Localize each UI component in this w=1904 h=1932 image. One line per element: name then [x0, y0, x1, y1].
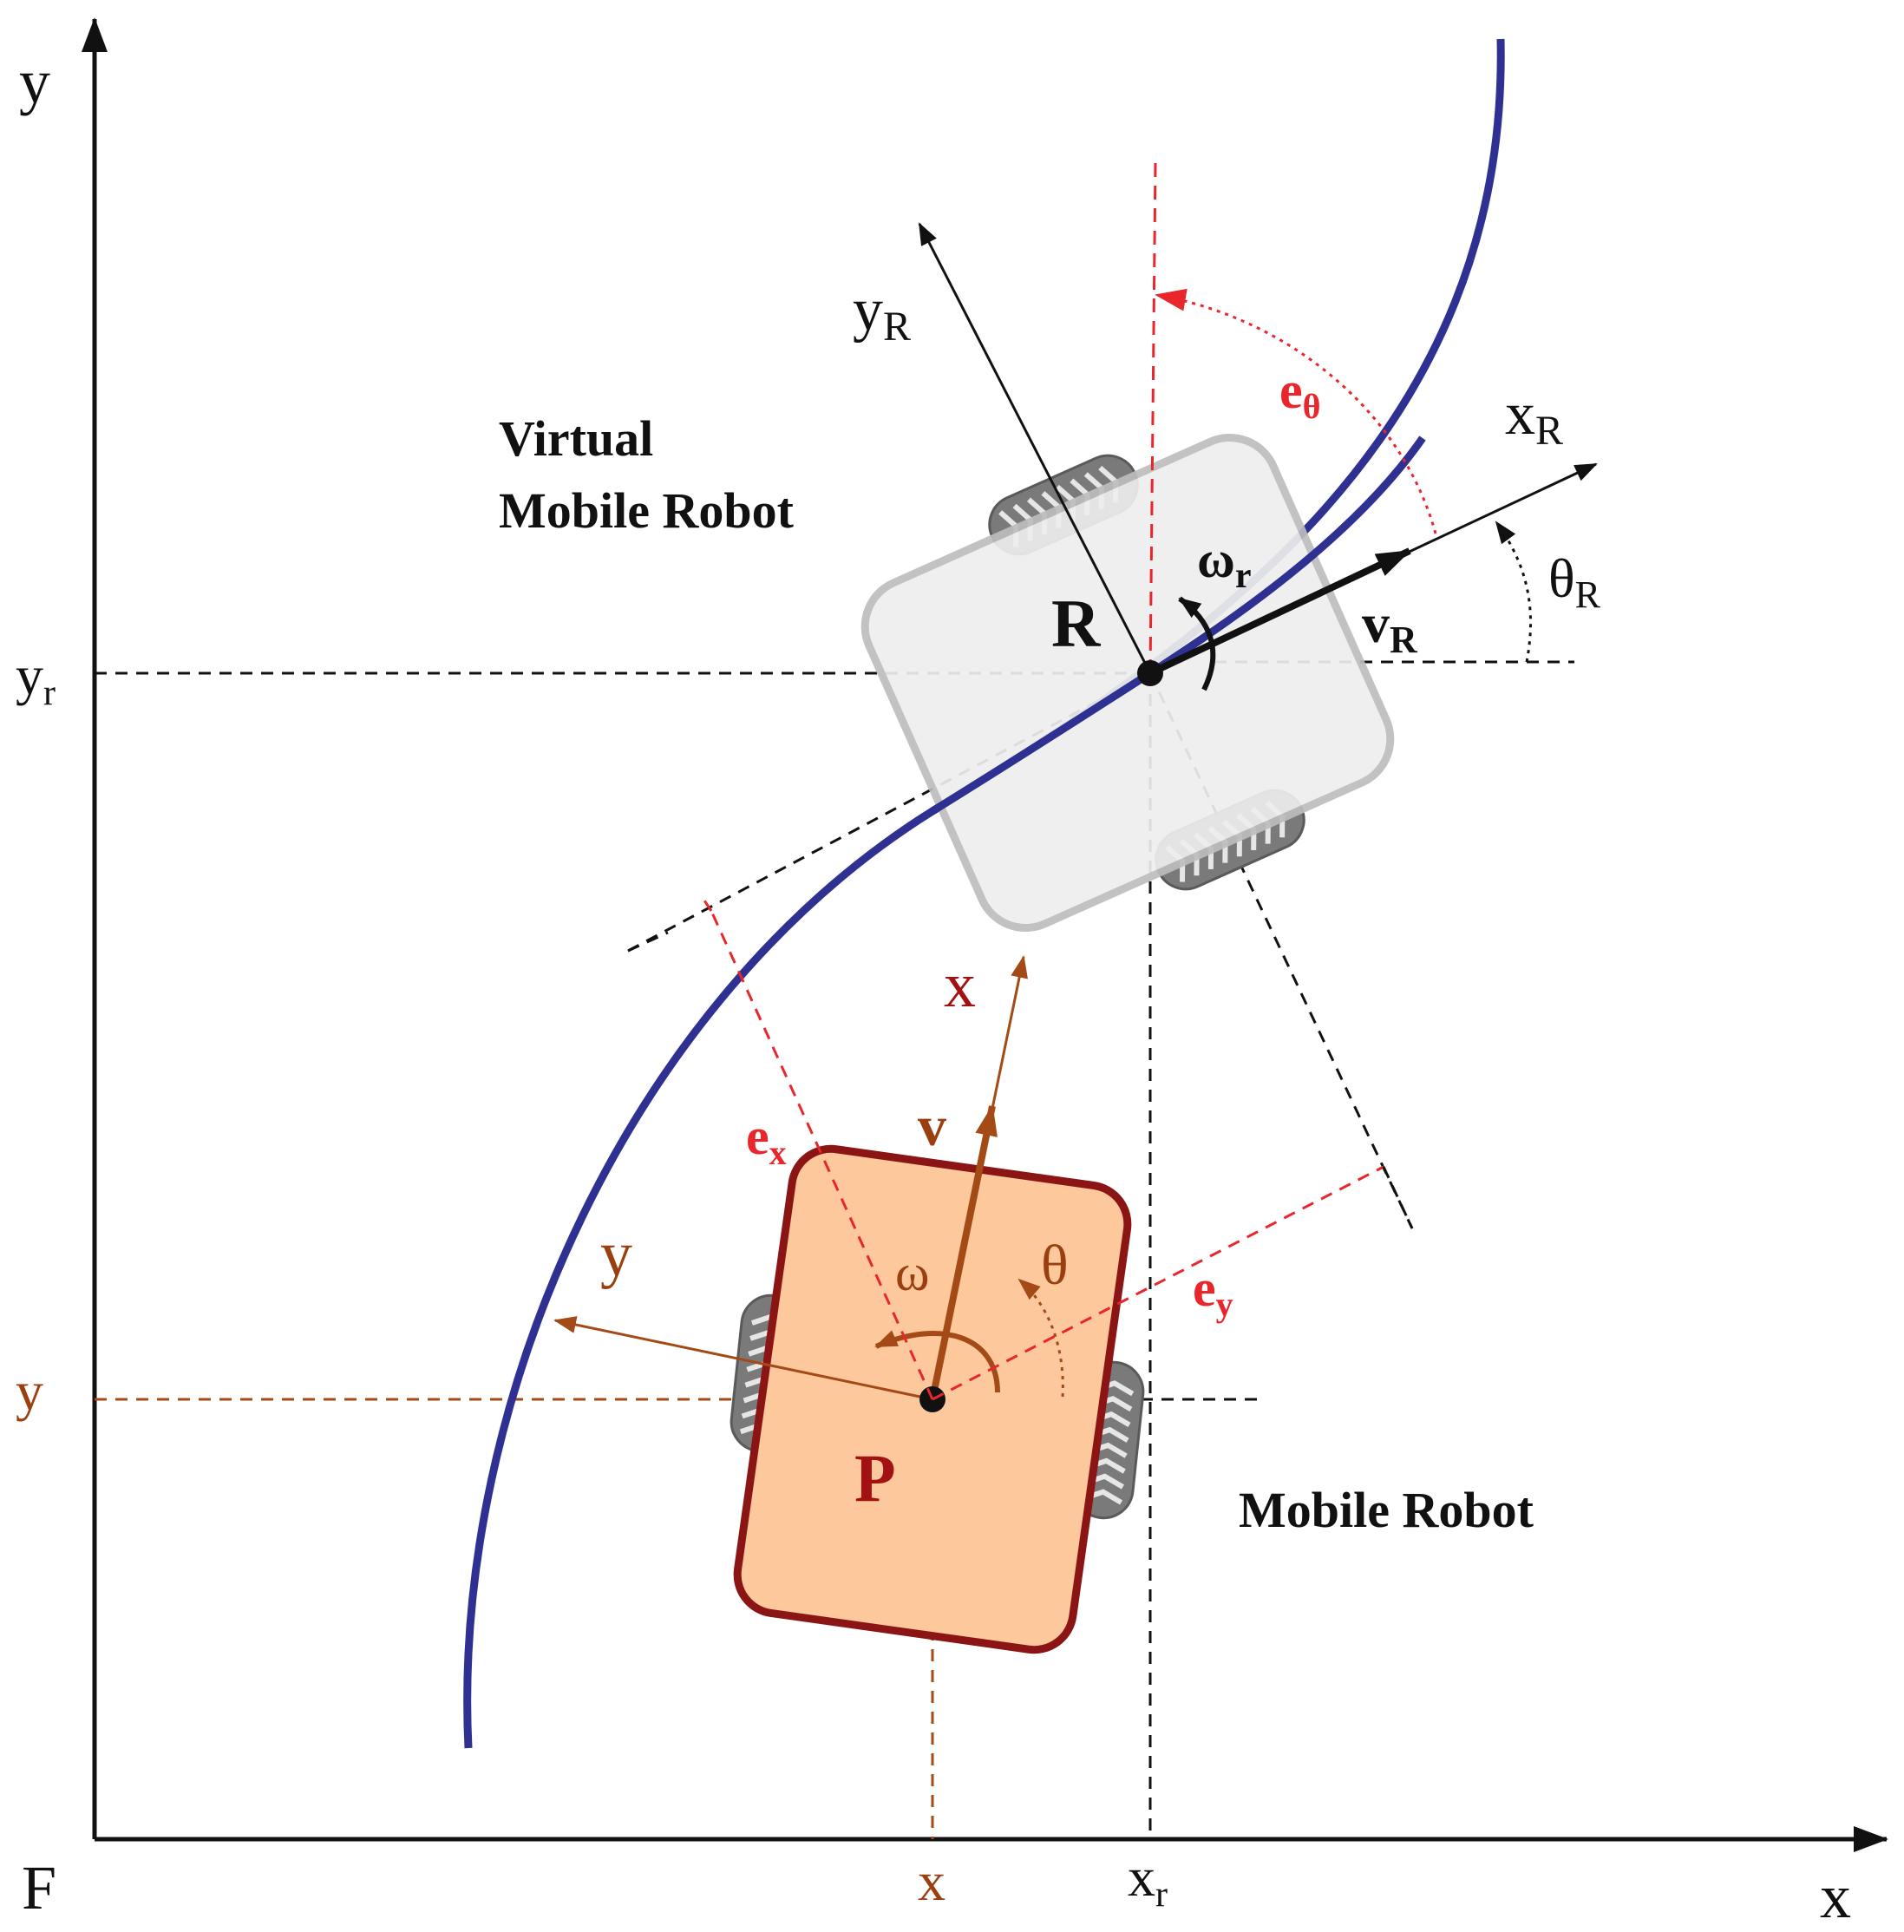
mobile-robot-frame	[553, 955, 1064, 1412]
error-lines	[701, 897, 1384, 1401]
virtual-robot-title-line1: Virtual	[499, 410, 653, 467]
robot-x-axis-label: x	[944, 950, 976, 1021]
x-robot-label: x	[918, 1850, 945, 1912]
y-robot-label: y	[16, 1360, 43, 1422]
robot-omega-label: ω	[895, 1244, 930, 1301]
rotation-arrow-icon	[1178, 596, 1216, 691]
virtual-robot-body	[860, 433, 1395, 933]
velocity-vR-arrow	[1148, 547, 1411, 677]
theta-R-arc	[1495, 521, 1532, 663]
reference-trajectory	[463, 38, 1505, 1749]
labels: y x F yr y x xr Virtual Mobile Robot R y…	[16, 47, 1851, 1931]
theta-R-label: θR	[1548, 547, 1601, 616]
x-axis-label: x	[1820, 1862, 1851, 1931]
e-x-label: ex	[746, 1108, 787, 1172]
y-r-label: yr	[16, 645, 56, 713]
robot-theta-label: θ	[1041, 1234, 1069, 1297]
heading-error-arc	[1155, 288, 1437, 534]
point-R-label: R	[1051, 586, 1102, 661]
y-axis-label: y	[19, 47, 50, 116]
e-x-tick-line	[627, 931, 669, 953]
v-R-label: vR	[1362, 593, 1418, 661]
omega-r-label: ωr	[1197, 531, 1252, 596]
robot-y-axis-label: y	[600, 1219, 632, 1290]
virtual-robot-frame	[918, 222, 1598, 691]
heading-error-line	[1148, 160, 1157, 674]
theta-arc	[1017, 1278, 1064, 1398]
robot-v-label: v	[918, 1095, 946, 1158]
e-y-label: ey	[1193, 1260, 1233, 1324]
e-theta-label: eθ	[1279, 362, 1321, 426]
frame-label: F	[22, 1853, 56, 1922]
y-R-label: yR	[853, 277, 911, 350]
world-axes	[82, 17, 1888, 1852]
rotation-arrow-icon	[874, 1330, 1000, 1393]
e-y-tick-line	[1382, 1166, 1414, 1229]
virtual-robot-title-line2: Mobile Robot	[499, 482, 795, 539]
point-P-label: P	[854, 1440, 896, 1516]
velocity-v-arrow	[929, 1104, 998, 1400]
virtual-robot	[860, 433, 1426, 933]
point-R-marker	[1137, 660, 1163, 686]
x-r-label: xr	[1128, 1846, 1168, 1915]
x-R-label: xR	[1505, 381, 1563, 454]
mobile-robot-title: Mobile Robot	[1239, 1482, 1534, 1538]
